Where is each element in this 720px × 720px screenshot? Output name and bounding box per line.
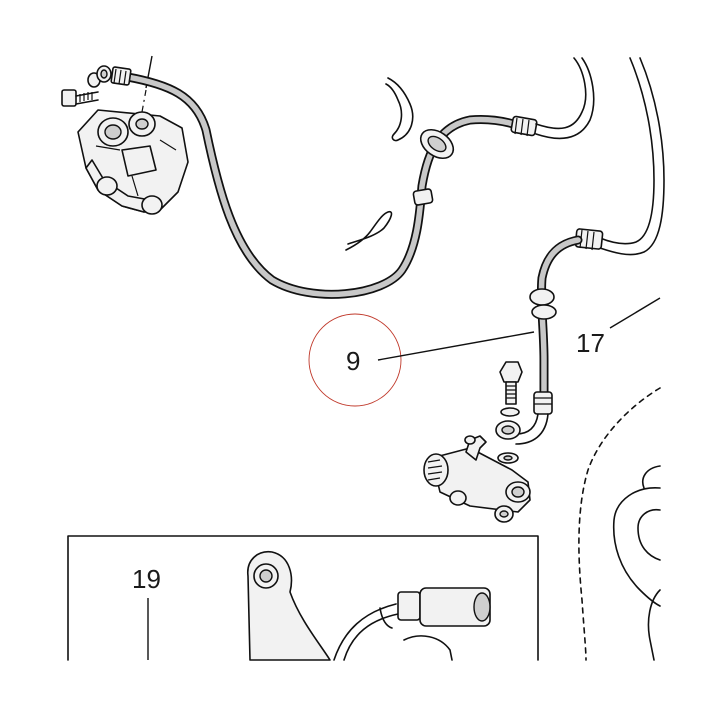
banjo-bolt [497, 361, 523, 464]
brake-pipe-17 [535, 57, 665, 256]
brake-hose-9 [495, 235, 583, 445]
brake-hose-main [110, 66, 538, 299]
label-19: 19 [132, 564, 161, 594]
highlight-circle [308, 313, 402, 407]
label-9: 9 [346, 346, 360, 376]
callout-17: 17 [576, 297, 661, 358]
frame-outline-dashed [578, 387, 661, 661]
inset-box [67, 535, 539, 661]
hose-clip [345, 77, 414, 251]
brake-caliper [61, 55, 189, 215]
master-cylinder [423, 435, 531, 523]
partial-component-right [612, 465, 661, 661]
callout-19: 19 [132, 564, 161, 594]
label-17: 17 [576, 328, 605, 358]
callout-9: 9 [308, 313, 535, 407]
